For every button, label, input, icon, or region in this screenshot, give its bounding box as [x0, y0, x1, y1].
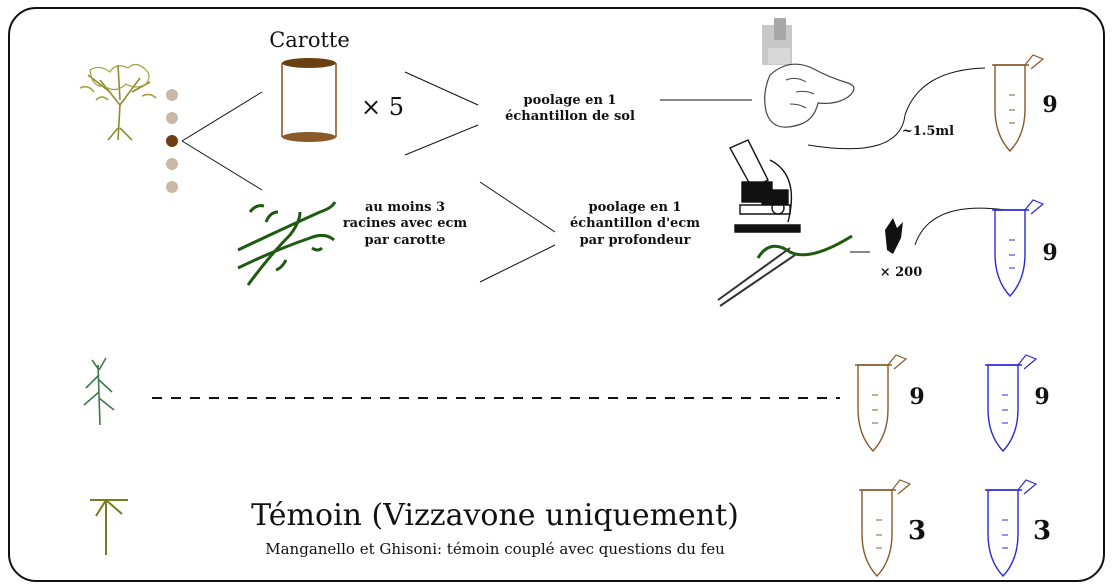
- tree-icon: [79, 63, 157, 141]
- ecm-tube-count: 9: [1042, 240, 1058, 266]
- ecm-tip-icon: [885, 218, 903, 254]
- depth-dot: [166, 89, 178, 101]
- depth-dot-selected: [166, 135, 178, 147]
- depth-dot: [166, 181, 178, 193]
- soil-pool-label: poolage en 1 échantillon de sol: [505, 93, 635, 125]
- temoin-blue-count: 3: [1032, 516, 1052, 546]
- temoin-brown-count: 3: [907, 516, 927, 546]
- ecm-roots-icon: [237, 201, 337, 286]
- depth-dot: [166, 112, 178, 124]
- connector-lines: [181, 71, 870, 283]
- temoin-title: Témoin (Vizzavone uniquement): [251, 498, 739, 533]
- soil-tube-count: 9: [1042, 92, 1058, 118]
- soil-core-icon: [281, 58, 337, 142]
- depth-dots: [166, 89, 178, 193]
- temoin-subtitle: Manganello et Ghisoni: témoin couplé ave…: [265, 540, 725, 558]
- seedling-blue-count: 9: [1034, 384, 1050, 410]
- microscope-icon: [729, 139, 801, 233]
- diagram-frame: [8, 7, 1105, 582]
- soil-arrow-line: [807, 67, 986, 150]
- seedling-icon: [83, 357, 115, 426]
- tweezers-icon: [717, 247, 796, 307]
- temoin-seedling-icon: [90, 499, 128, 555]
- ecm-pool-label: poolage en 1 échantillon d'ecm par profo…: [570, 200, 700, 248]
- carotte-title: Carotte: [269, 28, 350, 52]
- soil-volume-label: ~1.5ml: [901, 124, 955, 139]
- hand-soil-icon: [762, 18, 855, 128]
- seedling-brown-tube-icon: [854, 354, 907, 452]
- magnification-label: × 200: [879, 265, 923, 280]
- depth-dot: [166, 158, 178, 170]
- roots-label: au moins 3 racines avec ecm par carotte: [342, 200, 468, 248]
- ecm-arrow-line: [914, 207, 1006, 246]
- ecm-root-sample-icon: [756, 234, 853, 259]
- carotte-multiplier: × 5: [360, 93, 404, 121]
- seedling-brown-count: 9: [909, 384, 925, 410]
